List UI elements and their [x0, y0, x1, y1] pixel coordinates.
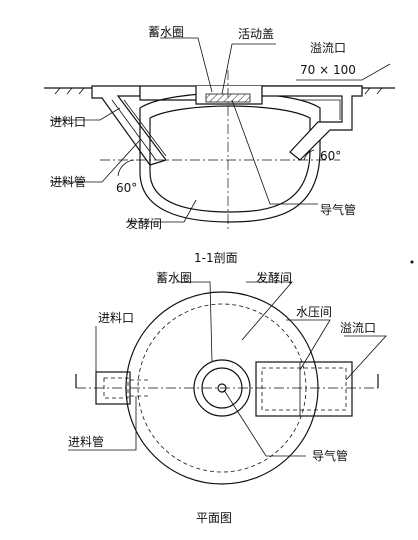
stray-dot — [410, 260, 414, 264]
pressure-room-inner — [261, 367, 347, 411]
angle-arc-left — [117, 159, 135, 177]
label-plan-feed-pipe: 进料管 — [68, 434, 104, 449]
label-plan-gas-pipe: 导气管 — [312, 448, 348, 463]
label-feed-inlet: 进料口 — [50, 115, 86, 129]
ground-hatch-left — [54, 87, 85, 95]
ground-hatch-right — [364, 87, 383, 95]
leader-gas-pipe — [231, 99, 318, 205]
pressure-room-box — [255, 361, 353, 417]
label-plan-pressure-room: 水压间 — [296, 305, 332, 319]
label-gas-pipe: 导气管 — [320, 202, 356, 217]
label-angle-right: 60° — [320, 149, 341, 163]
label-angle-left: 60° — [116, 181, 137, 195]
leader-feed-pipe — [50, 139, 141, 183]
section-caption: 1-1剖面 — [194, 251, 238, 265]
overflow-inner — [300, 99, 341, 120]
label-water-ring: 蓄水圈 — [148, 25, 184, 39]
section-view: 蓄水圈 活动盖 溢流口 70 × 100 进料口 进料管 60° 60° 导气管… — [44, 25, 395, 265]
label-movable-cover: 活动盖 — [238, 27, 274, 41]
label-fermentation: 发酵间 — [126, 216, 162, 231]
feed-inlet-inner — [103, 377, 129, 399]
label-feed-pipe: 进料管 — [50, 174, 86, 189]
label-overflow-size: 70 × 100 — [300, 63, 356, 77]
leader-plan-fermentation — [241, 281, 293, 341]
feed-pipe-inner — [111, 99, 157, 161]
leader-plan-pressure-room — [286, 319, 331, 371]
leader-feed-inlet — [50, 107, 121, 121]
leader-plan-overflow — [344, 335, 387, 381]
feed-pipe-inner-2 — [123, 99, 167, 157]
movable-cover — [205, 93, 251, 103]
feed-inlet-box — [95, 371, 131, 405]
leader-plan-water-ring — [176, 281, 213, 363]
label-overflow: 溢流口 — [310, 41, 346, 55]
leader-overflow — [296, 63, 391, 81]
leader-plan-gas-pipe — [223, 389, 306, 457]
leader-movable-cover — [221, 43, 276, 95]
angle-arc-right — [303, 149, 315, 161]
leader-fermentation — [126, 199, 197, 223]
label-plan-fermentation: 发酵间 — [256, 270, 292, 285]
pressure-room-wall — [261, 85, 363, 161]
feed-pipe-dashed — [130, 379, 150, 397]
plan-caption: 平面图 — [196, 511, 232, 525]
label-plan-feed-inlet: 进料口 — [98, 311, 134, 325]
plan-view: 蓄水圈 发酵间 进料口 水压间 溢流口 进料管 导气管 平面图 — [68, 270, 387, 525]
label-plan-water-ring: 蓄水圈 — [156, 271, 192, 285]
label-plan-overflow: 溢流口 — [340, 321, 376, 335]
leader-water-ring — [160, 37, 213, 93]
leader-plan-feed-pipe — [68, 396, 137, 451]
dome-inner — [149, 105, 311, 213]
